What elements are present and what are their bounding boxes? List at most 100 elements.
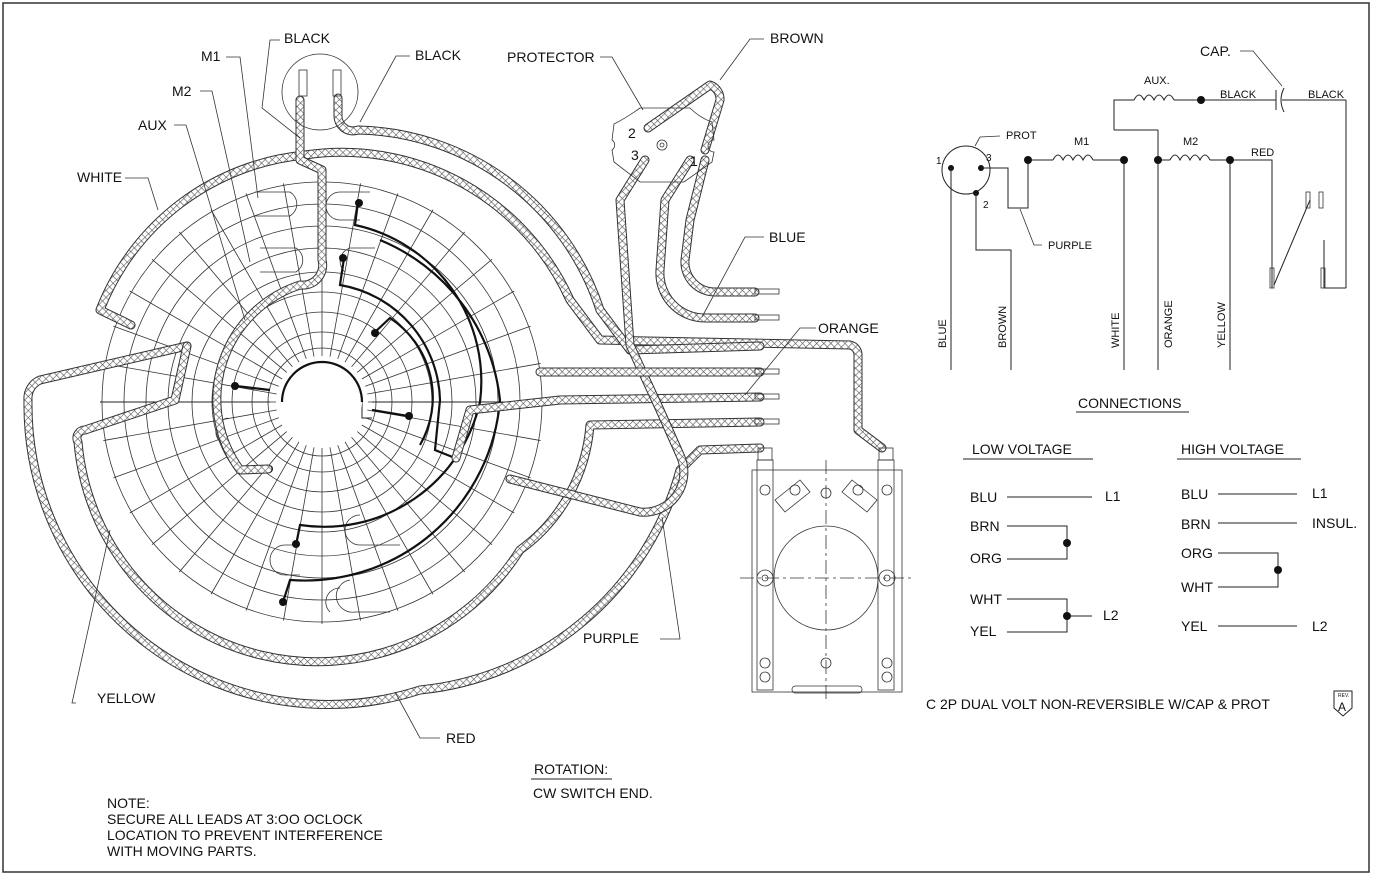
stator-slot-line <box>361 424 515 514</box>
stator-slot-line <box>351 231 466 368</box>
note-title: NOTE: <box>107 795 150 811</box>
schematic-lead-blue: BLUE <box>937 319 949 348</box>
label-white: WHITE <box>77 169 122 185</box>
lv-lead-yel: YEL <box>970 623 997 639</box>
schematic-label-cap: CAP. <box>1200 43 1231 59</box>
stator-drawing: 1 2 3 <box>23 30 912 746</box>
capacitor-terminal <box>281 53 359 131</box>
stator-slot-line <box>210 441 300 595</box>
stator-slot-line <box>210 209 300 363</box>
schematic-label-m2: M2 <box>1183 136 1198 148</box>
rotation-title: ROTATION: <box>534 761 608 777</box>
revision-label: REV. <box>1338 693 1349 699</box>
stator-slot-line <box>337 193 399 359</box>
schematic-terminal-3: 3 <box>986 153 992 164</box>
label-orange: ORANGE <box>818 320 879 336</box>
connections-table: CONNECTIONS LOW VOLTAGE HIGH VOLTAGE BLU… <box>963 395 1357 639</box>
stator-slot-line <box>151 431 288 546</box>
lv-lead-brn: BRN <box>970 518 1000 534</box>
stator-slot-line <box>356 431 493 546</box>
schematic-terminal-2: 2 <box>983 200 989 211</box>
stator-slot-line <box>178 231 293 368</box>
stator-slot-line <box>329 183 361 357</box>
label-red: RED <box>446 730 476 746</box>
stator-slot-line <box>344 209 434 363</box>
hv-lead-yel: YEL <box>1181 618 1208 634</box>
stator-slot-line <box>151 258 288 373</box>
label-m2: M2 <box>172 83 192 99</box>
main-winding-connections <box>235 201 502 603</box>
note-line-2: LOCATION TO PREVENT INTERFERENCE <box>107 827 383 843</box>
lv-lead-org: ORG <box>970 550 1002 566</box>
stator-slot-line <box>103 363 277 395</box>
schematic-lead-orange: ORANGE <box>1163 300 1175 348</box>
schematic-label-prot: PROT <box>1006 130 1037 142</box>
schematic-label-red: RED <box>1251 147 1274 159</box>
schematic-label-purple: PURPLE <box>1048 240 1092 252</box>
revision-badge: REV. A <box>1333 690 1353 717</box>
stator-slot-line <box>129 290 283 380</box>
hv-target-l1: L1 <box>1312 485 1328 501</box>
label-yellow: YELLOW <box>97 690 156 706</box>
low-voltage-title: LOW VOLTAGE <box>972 441 1072 457</box>
stator-slot-line <box>365 325 531 387</box>
hv-lead-brn: BRN <box>1181 516 1211 532</box>
hv-target-l2: L2 <box>1312 618 1328 634</box>
lv-lead-wht: WHT <box>970 591 1002 607</box>
schematic-lead-yellow: YELLOW <box>1216 302 1228 348</box>
label-m1: M1 <box>201 48 221 64</box>
label-protector: PROTECTOR <box>507 49 595 65</box>
stator-slot-line <box>113 325 279 387</box>
schematic-label-aux: AUX. <box>1144 75 1170 87</box>
protector-symbol <box>941 145 991 195</box>
lv-lead-blu: BLU <box>970 489 997 505</box>
lv-target-l2: L2 <box>1103 607 1119 623</box>
stator-slot-line <box>129 424 283 514</box>
note-line-1: SECURE ALL LEADS AT 3:OO OCLOCK <box>107 811 363 827</box>
stator-slot-line <box>351 436 466 573</box>
note-line-3: WITH MOVING PARTS. <box>107 843 257 859</box>
stator-slot-line <box>245 445 307 611</box>
label-purple: PURPLE <box>583 630 639 646</box>
stator-slot-line <box>178 436 293 573</box>
schematic-terminal-1: 1 <box>936 156 942 167</box>
label-aux: AUX <box>138 117 167 133</box>
braided-leads <box>23 80 887 709</box>
schematic-lead-white: WHITE <box>1110 313 1122 348</box>
protector-terminal-2: 2 <box>628 125 636 141</box>
rotation-value: CW SWITCH END. <box>533 785 653 801</box>
thermal-protector: 1 2 3 <box>611 107 715 183</box>
stator-slot-line <box>367 363 541 395</box>
lv-target-l1: L1 <box>1105 488 1121 504</box>
hv-target-insul: INSUL. <box>1312 515 1357 531</box>
hv-lead-org: ORG <box>1181 545 1213 561</box>
protector-terminal-3: 3 <box>631 147 639 163</box>
stator-slot-line <box>245 193 307 359</box>
stator-slot-line <box>337 445 399 611</box>
diagram-description: C 2P DUAL VOLT NON-REVERSIBLE W/CAP & PR… <box>926 696 1270 712</box>
schematic-label-black-1: BLACK <box>1220 89 1257 101</box>
connections-title: CONNECTIONS <box>1078 395 1181 411</box>
stator-slot-line <box>361 290 515 380</box>
revision-value: A <box>1338 700 1346 714</box>
high-voltage-title: HIGH VOLTAGE <box>1181 441 1284 457</box>
label-black-left: BLACK <box>284 30 331 46</box>
label-brown: BROWN <box>770 30 824 46</box>
schematic-diagram: 1 3 2 PROT <box>936 43 1347 370</box>
stator-slot-line <box>103 409 277 441</box>
leader-lines <box>71 38 816 739</box>
hv-lead-wht: WHT <box>1181 579 1213 595</box>
stator-slot-line <box>113 417 279 479</box>
hv-lead-blu: BLU <box>1181 486 1208 502</box>
label-blue: BLUE <box>769 229 806 245</box>
label-black-right: BLACK <box>415 47 462 63</box>
stator-slot-line <box>356 258 493 373</box>
schematic-label-black-2: BLACK <box>1308 89 1345 101</box>
protector-terminal-1: 1 <box>690 153 698 169</box>
stator-slot-line <box>344 441 434 595</box>
stator-slot-line <box>365 417 531 479</box>
switch-plate <box>740 447 912 700</box>
